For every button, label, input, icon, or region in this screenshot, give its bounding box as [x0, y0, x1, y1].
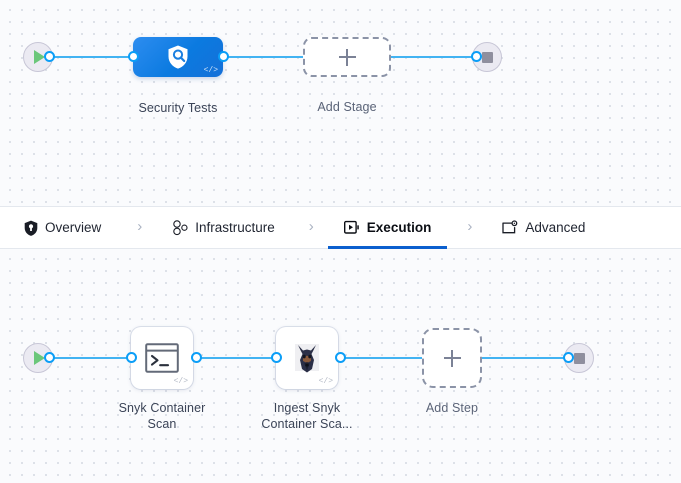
play-icon [34, 50, 45, 64]
add-step-button[interactable] [422, 328, 482, 388]
tab-label-execution: Execution [366, 220, 432, 235]
steps-start-node[interactable] [23, 343, 53, 373]
connector-dot-snyk-in[interactable] [126, 352, 137, 363]
tab-overview[interactable]: Overview [20, 206, 105, 249]
add-stage-label: Add Stage [317, 100, 377, 114]
snyk-dog-icon [295, 344, 319, 373]
step-label-line2: Container Sca... [261, 417, 353, 431]
connector-dot-snyk-out[interactable] [191, 352, 202, 363]
connector-security-to-addstage [224, 56, 306, 58]
stop-icon [573, 352, 585, 364]
tab-separator-1: › [137, 218, 143, 235]
code-badge-icon: </> [318, 377, 333, 386]
tab-label-advanced: Advanced [525, 220, 586, 235]
step-node-ingest-snyk-container-scan[interactable]: </> [276, 327, 338, 389]
connector-dot-ingest-in[interactable] [271, 352, 282, 363]
code-badge-icon: </> [173, 377, 188, 386]
add-stage-button[interactable] [303, 37, 391, 77]
stage-label-security-tests: Security Tests [138, 101, 218, 115]
step-label-ingest-snyk: Ingest Snyk Container Sca... [237, 400, 377, 432]
step-label-snyk-container-scan: Snyk Container Scan [92, 400, 232, 432]
play-box-icon [343, 220, 360, 235]
tab-label-overview: Overview [45, 220, 102, 235]
connector-ingest-to-addstep [341, 357, 422, 359]
connector-dot-end[interactable] [471, 51, 482, 62]
tab-execution[interactable]: Execution [327, 206, 447, 249]
plus-icon [338, 48, 356, 66]
connector-addstage-to-end [390, 56, 476, 58]
shield-search-icon [168, 45, 188, 69]
step-canvas[interactable]: </> Snyk Container Scan </> [0, 249, 681, 483]
connector-snyk-to-ingest [197, 357, 280, 359]
tab-infrastructure[interactable]: Infrastructure [168, 206, 279, 249]
plus-icon [443, 349, 461, 367]
tab-separator-2: › [308, 218, 314, 235]
connector-dot-steps-start[interactable] [44, 352, 55, 363]
terminal-icon [145, 343, 179, 373]
tab-label-infrastructure: Infrastructure [195, 220, 275, 235]
connector-start-to-snyk [48, 357, 133, 359]
play-icon [34, 351, 45, 365]
step-node-snyk-container-scan[interactable]: </> [131, 327, 193, 389]
connector-addstep-to-end [482, 357, 568, 359]
code-badge-icon: </> [203, 66, 218, 75]
stage-node-security-tests[interactable]: </> [133, 37, 223, 77]
connector-start-to-security [48, 56, 134, 58]
stage-canvas[interactable]: </> Security Tests Add Stage [0, 0, 681, 206]
connector-dot-ingest-out[interactable] [335, 352, 346, 363]
connector-dot-security-out[interactable] [218, 51, 229, 62]
card-gear-icon [502, 219, 518, 236]
step-label-line1: Snyk Container [118, 401, 206, 415]
connector-dot-start[interactable] [44, 51, 55, 62]
nodes-icon [172, 219, 188, 236]
connector-dot-steps-end[interactable] [563, 352, 574, 363]
step-label-line2: Scan [147, 417, 177, 431]
tab-separator-3: › [467, 218, 473, 235]
pipeline-tabs: Overview › Infrastructure › [0, 206, 681, 249]
connector-dot-security-in[interactable] [128, 51, 139, 62]
tab-advanced[interactable]: Advanced [498, 206, 589, 249]
shield-icon [24, 220, 38, 236]
step-label-line1: Ingest Snyk [273, 401, 341, 415]
add-step-label: Add Step [425, 401, 479, 415]
stop-icon [481, 51, 493, 63]
